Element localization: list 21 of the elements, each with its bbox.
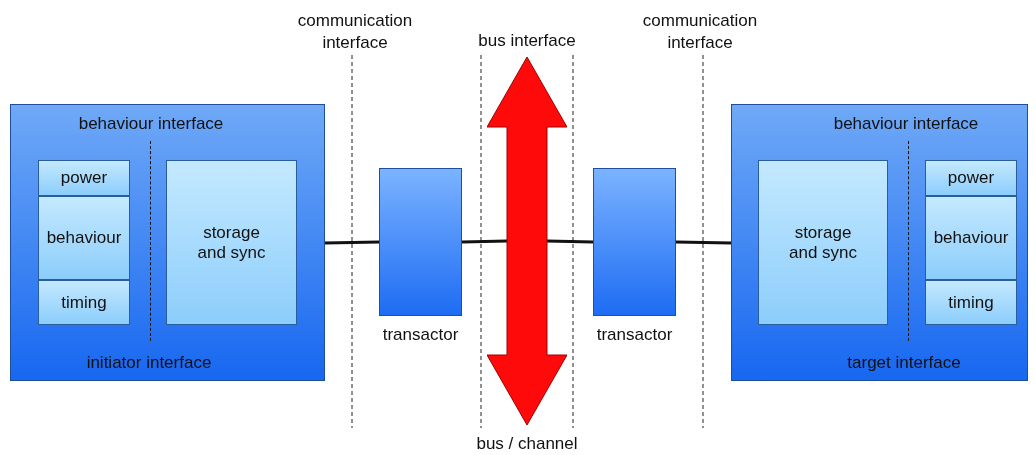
transactor-label: transactor [382,324,459,346]
module-box: timing [38,280,130,325]
module-box: power [38,160,130,196]
module-box: power [925,160,1017,196]
connector-line [324,240,380,245]
box-heading: target interface [847,352,961,374]
transactor-label: transactor [596,324,673,346]
connector-line [546,239,594,244]
connector-line [461,239,508,244]
bus-label: bus / channel [476,433,578,455]
connector-line [675,240,732,245]
module-box: behaviour [925,196,1017,280]
box-heading: behaviour interface [833,113,979,135]
module-box: timing [925,280,1017,325]
interface-box [10,104,325,381]
module-box: behaviour [38,196,130,280]
box-heading: behaviour interface [78,113,224,135]
interface-box [731,104,1028,381]
module-box: storage and sync [758,160,888,325]
module-box: storage and sync [166,160,297,325]
box-heading: initiator interface [86,352,212,374]
